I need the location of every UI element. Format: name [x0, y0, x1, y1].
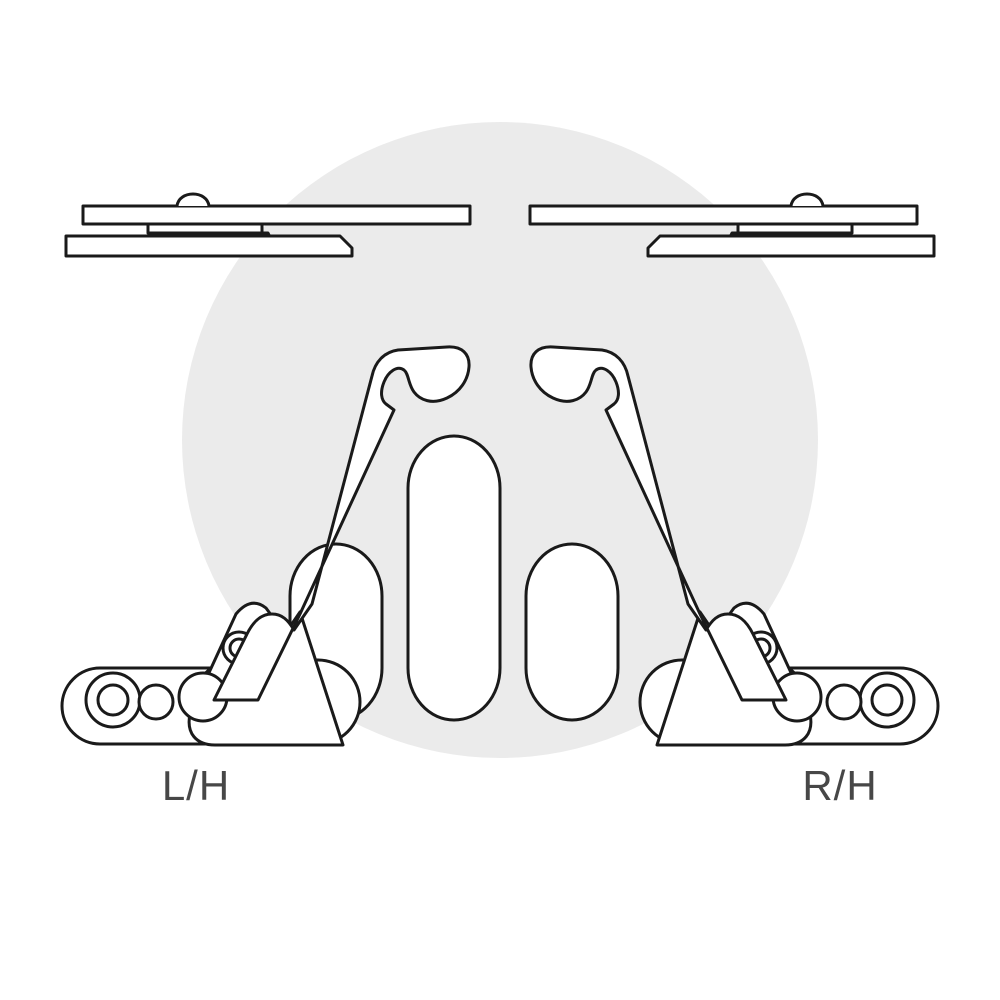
label-right-hand: R/H [802, 762, 877, 809]
label-left-hand: L/H [162, 762, 230, 809]
brand-watermark [182, 122, 818, 758]
